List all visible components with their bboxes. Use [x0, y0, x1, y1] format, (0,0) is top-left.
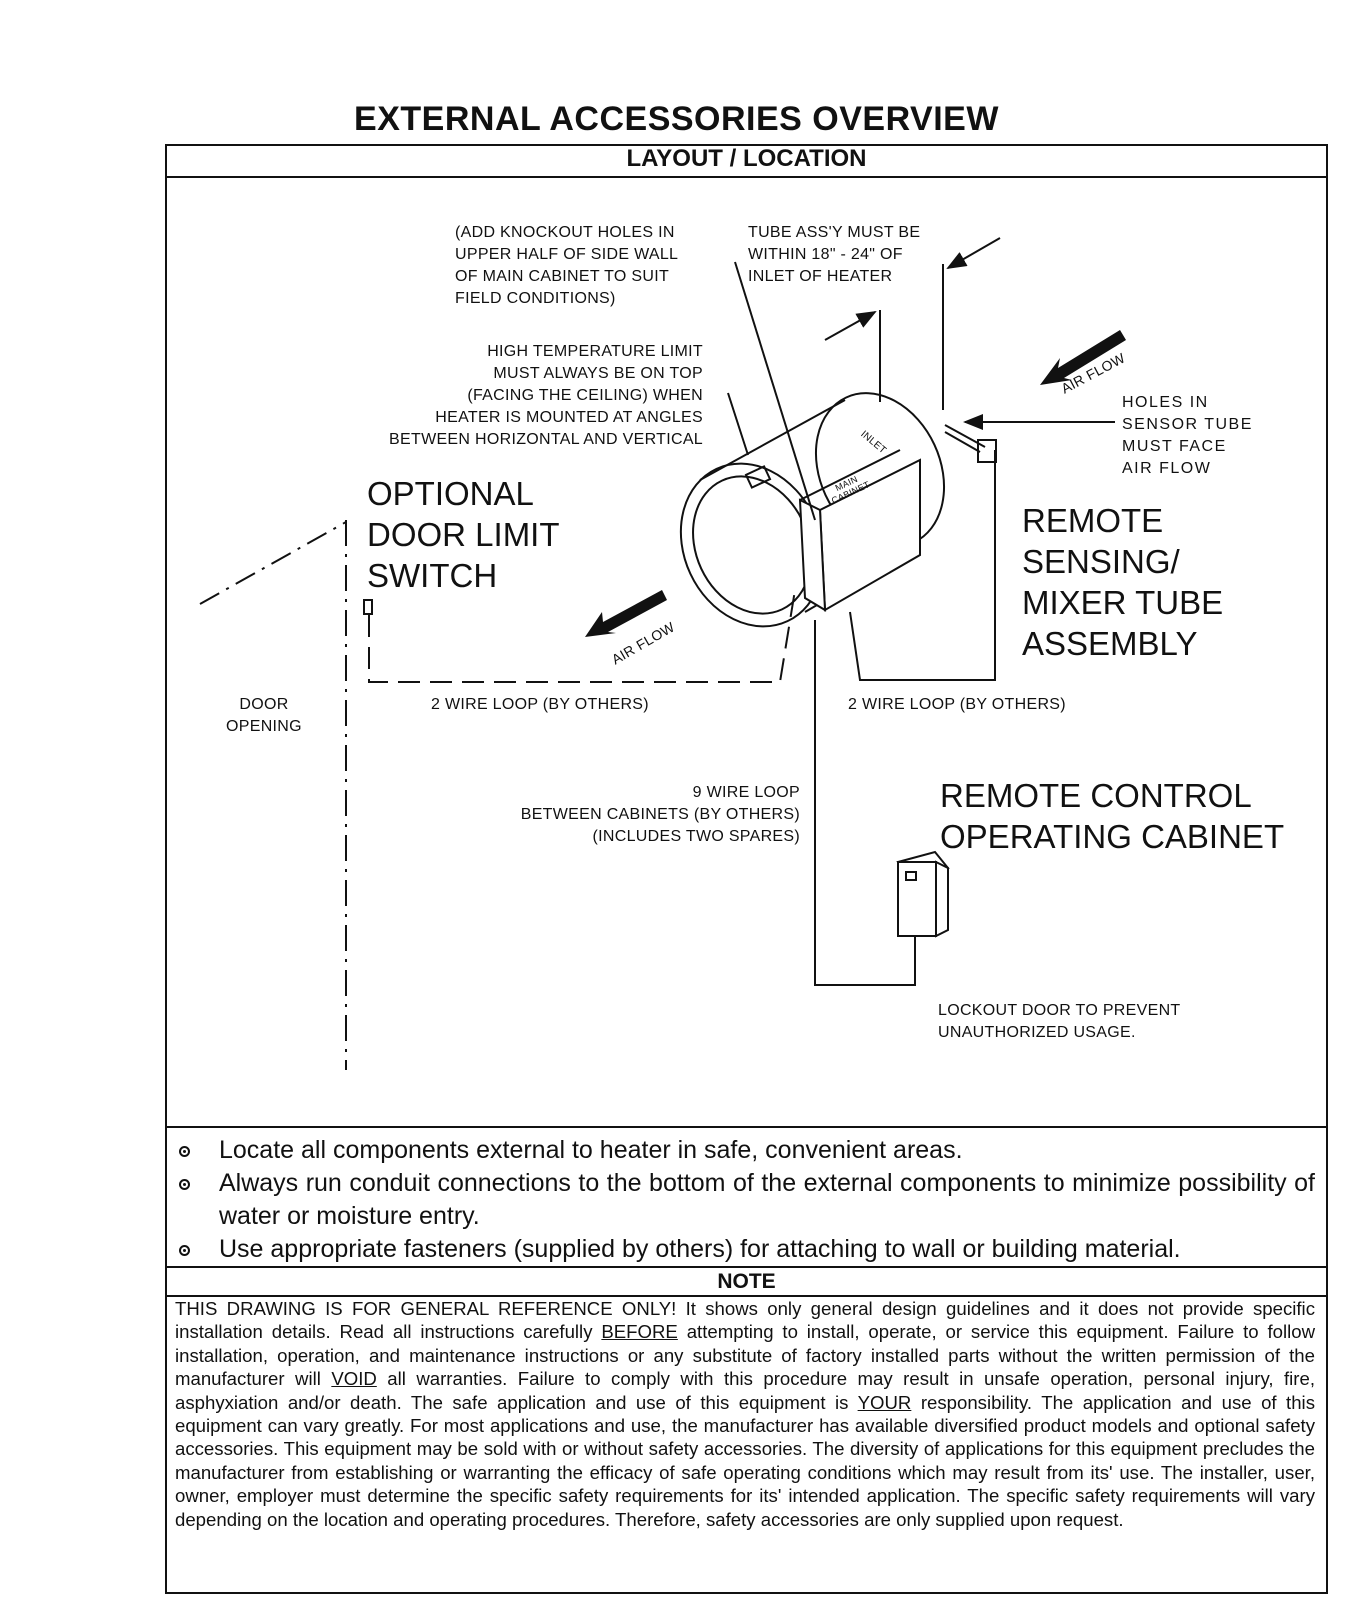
nine-wire-label: 9 WIRE LOOP BETWEEN CABINETS (BY OTHERS)… — [520, 784, 800, 845]
divider — [165, 176, 1328, 178]
tube-assy-label: TUBE ASS'Y MUST BE WITHIN 18" - 24" OF I… — [748, 224, 921, 285]
remote-sensing-label: REMOTE SENSING/ MIXER TUBE ASSEMBLY — [1022, 502, 1224, 662]
knockout-label: (ADD KNOCKOUT HOLES IN UPPER HALF OF SID… — [455, 224, 679, 307]
high-temp-label: HIGH TEMPERATURE LIMIT MUST ALWAYS BE ON… — [389, 343, 703, 448]
note-header: NOTE — [717, 1270, 776, 1293]
bullet-icon — [179, 1245, 190, 1256]
divider — [165, 1266, 1328, 1268]
layout-frame — [165, 144, 1328, 1594]
airflow-arrow-bottom — [585, 590, 667, 637]
divider — [165, 1126, 1328, 1128]
divider — [165, 1295, 1328, 1297]
optional-door-label: OPTIONAL DOOR LIMIT SWITCH — [367, 475, 560, 594]
page-title: EXTERNAL ACCESSORIES OVERVIEW — [354, 100, 999, 138]
door-opening-label: DOOR OPENING — [226, 696, 302, 735]
wire-loop-left-label: 2 WIRE LOOP (BY OTHERS) — [431, 696, 649, 713]
remote-control-label: REMOTE CONTROL OPERATING CABINET — [940, 777, 1285, 855]
sensor-tube — [944, 424, 997, 463]
list-item: Always run conduit connections to the bo… — [175, 1167, 1315, 1233]
list-item: Use appropriate fasteners (supplied by o… — [175, 1233, 1315, 1266]
door-switch — [363, 599, 373, 615]
list-item: Locate all components external to heater… — [175, 1134, 1315, 1167]
lockout-label: LOCKOUT DOOR TO PREVENT UNAUTHORIZED USA… — [938, 1002, 1181, 1041]
remote-control-cabinet — [896, 850, 950, 938]
bullet-icon — [179, 1179, 190, 1190]
heater-duct — [679, 392, 946, 628]
bullet-icon — [179, 1146, 190, 1157]
bullet-list: Locate all components external to heater… — [175, 1134, 1315, 1266]
holes-label: HOLES IN SENSOR TUBE MUST FACE AIR FLOW — [1122, 394, 1253, 477]
note-body: THIS DRAWING IS FOR GENERAL REFERENCE ON… — [175, 1298, 1316, 1530]
airflow-arrow-top — [1040, 330, 1126, 385]
layout-header: LAYOUT / LOCATION — [626, 145, 867, 172]
wire-loop-right-label: 2 WIRE LOOP (BY OTHERS) — [848, 696, 1066, 713]
